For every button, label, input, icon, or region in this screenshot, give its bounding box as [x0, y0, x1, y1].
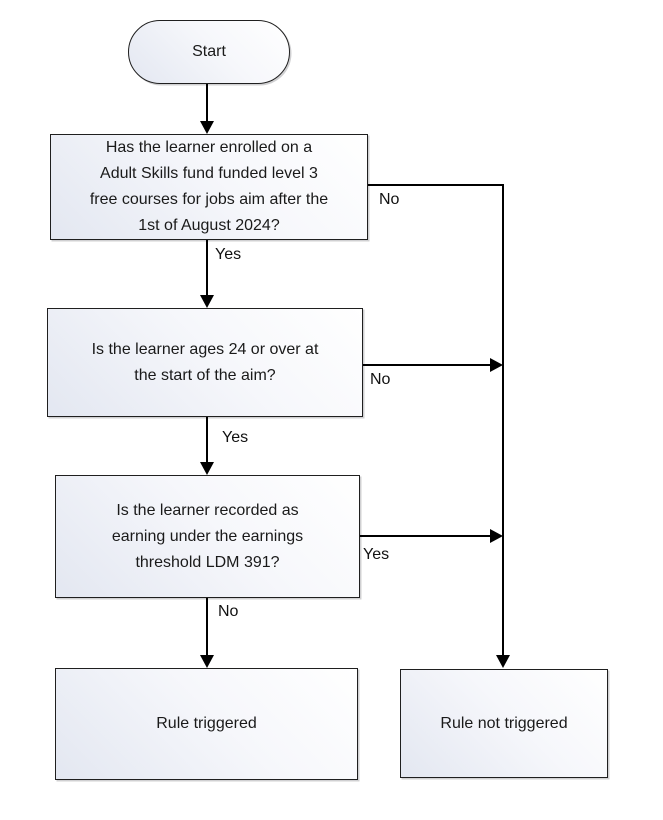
connector-q2-yes-line	[206, 417, 208, 463]
outcome-node-rule-triggered: Rule triggered	[55, 668, 358, 780]
decision-node-age-question-text: Is the learner ages 24 or over at the st…	[91, 340, 319, 384]
connector-q3-no-line	[206, 598, 208, 656]
connector-start-to-q1-line	[206, 84, 208, 122]
connector-q3-yes-arrowhead-icon	[490, 529, 503, 543]
outcome-node-rule-triggered-text: Rule triggered	[156, 715, 257, 732]
connector-q2-no-line	[363, 364, 491, 366]
connector-q1-yes-arrowhead-icon	[200, 295, 214, 308]
outcome-node-rule-not-triggered: Rule not triggered	[400, 669, 608, 778]
connector-q3-yes-line	[360, 535, 491, 537]
connector-q2-yes-arrowhead-icon	[200, 462, 214, 475]
connector-rail-to-rule-not-triggered-arrowhead-icon	[496, 655, 510, 668]
edge-label-q1-no: No	[379, 191, 400, 208]
decision-node-enrolled-question-text: Has the learner enrolled on a Adult Skil…	[89, 139, 329, 234]
connector-rail-to-rule-not-triggered-line	[502, 184, 504, 655]
edge-label-q3-yes: Yes	[363, 546, 390, 563]
connector-start-to-q1-arrowhead-icon	[200, 121, 214, 134]
decision-node-earnings-question-text: Is the learner recorded as earning under…	[111, 501, 304, 571]
decision-node-age-question: Is the learner ages 24 or over at the st…	[47, 308, 363, 417]
edge-label-q2-no: No	[370, 371, 391, 388]
start-node: Start	[128, 20, 290, 84]
outcome-node-rule-not-triggered-text: Rule not triggered	[440, 714, 568, 732]
decision-node-earnings-question: Is the learner recorded as earning under…	[55, 475, 360, 598]
edge-label-q2-yes: Yes	[222, 429, 249, 446]
start-node-label: Start	[192, 43, 226, 60]
connector-q1-no-line	[368, 184, 504, 186]
connector-q2-no-arrowhead-icon	[490, 358, 503, 372]
edge-label-q1-yes: Yes	[215, 246, 242, 263]
decision-node-enrolled-question: Has the learner enrolled on a Adult Skil…	[50, 134, 368, 240]
edge-label-q3-no: No	[218, 603, 239, 620]
connector-q1-yes-line	[206, 240, 208, 296]
connector-q3-no-arrowhead-icon	[200, 655, 214, 668]
